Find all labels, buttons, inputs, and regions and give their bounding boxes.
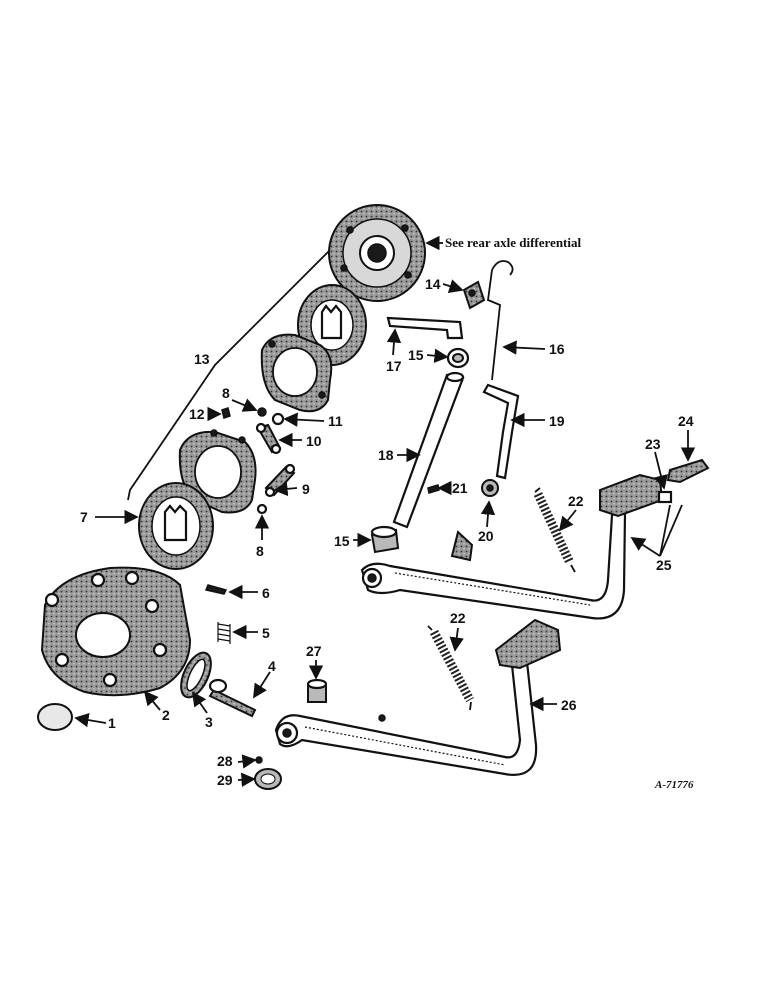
callout-13: 13 <box>194 351 210 367</box>
brake-pedal-upper <box>360 473 664 620</box>
group-13-bracket <box>127 249 331 501</box>
spring-22-lower <box>427 625 474 711</box>
rod-16 <box>487 260 514 381</box>
link-10 <box>255 422 282 455</box>
callout-15-upper: 15 <box>408 347 424 363</box>
pin-12 <box>221 407 231 419</box>
callout-23: 23 <box>645 436 661 452</box>
link-9 <box>264 463 296 498</box>
callout-24: 24 <box>678 413 694 429</box>
callout-28: 28 <box>217 753 233 769</box>
callout-15-lower: 15 <box>334 533 350 549</box>
spring-22-upper <box>533 487 576 573</box>
lever-19 <box>482 383 520 480</box>
callout-29: 29 <box>217 772 233 788</box>
callout-4: 4 <box>268 658 276 674</box>
bushing-27 <box>306 678 328 703</box>
callout-6: 6 <box>262 585 270 601</box>
ball-8-lower <box>256 503 268 515</box>
brake-housing-2 <box>40 566 192 697</box>
callout-3: 3 <box>205 714 213 730</box>
ball-11 <box>271 412 285 426</box>
callout-25: 25 <box>656 557 672 573</box>
callout-26: 26 <box>561 697 577 713</box>
plate-23 <box>657 490 673 504</box>
callout-2: 2 <box>162 707 170 723</box>
clip-14 <box>462 280 486 310</box>
drawing-reference: A-71776 <box>654 779 694 791</box>
leader-lines <box>74 279 696 787</box>
brake-disc-7 <box>138 482 214 570</box>
callout-10: 10 <box>306 433 322 449</box>
differential-drum <box>328 204 426 302</box>
callout-9: 9 <box>302 481 310 497</box>
callout-19: 19 <box>549 413 565 429</box>
spring-5 <box>217 622 231 644</box>
callout-7: 7 <box>80 509 88 525</box>
note-see-rear-axle-differential: See rear axle differential <box>445 235 581 250</box>
callout-5: 5 <box>262 625 270 641</box>
bushing-15-lower <box>370 525 400 554</box>
callout-22-upper: 22 <box>568 493 584 509</box>
callout-17: 17 <box>386 358 402 374</box>
callout-1: 1 <box>108 715 116 731</box>
callout-21: 21 <box>452 480 468 496</box>
callout-27: 27 <box>306 643 322 659</box>
ball-28 <box>255 756 263 764</box>
callout-14: 14 <box>425 276 441 292</box>
callout-22-lower: 22 <box>450 610 466 626</box>
cover-1 <box>37 703 73 731</box>
actuating-plate-upper <box>260 333 333 413</box>
shaft-18 <box>392 373 465 529</box>
callout-16: 16 <box>549 341 565 357</box>
seal-3 <box>180 651 212 699</box>
pin-6 <box>204 584 228 595</box>
bracket-17 <box>386 316 464 340</box>
callout-11: 11 <box>328 413 343 429</box>
brake-pedal-lower <box>274 618 562 776</box>
ball-8-upper <box>257 407 267 417</box>
callout-20: 20 <box>478 528 494 544</box>
pad-24 <box>666 458 710 484</box>
clip-20 <box>481 479 499 497</box>
callout-18: 18 <box>378 447 394 463</box>
callout-12: 12 <box>189 406 205 422</box>
bolt-4 <box>208 678 257 718</box>
callout-8-lower: 8 <box>256 543 264 559</box>
pin-21 <box>427 484 440 494</box>
callout-8-upper: 8 <box>222 385 230 401</box>
